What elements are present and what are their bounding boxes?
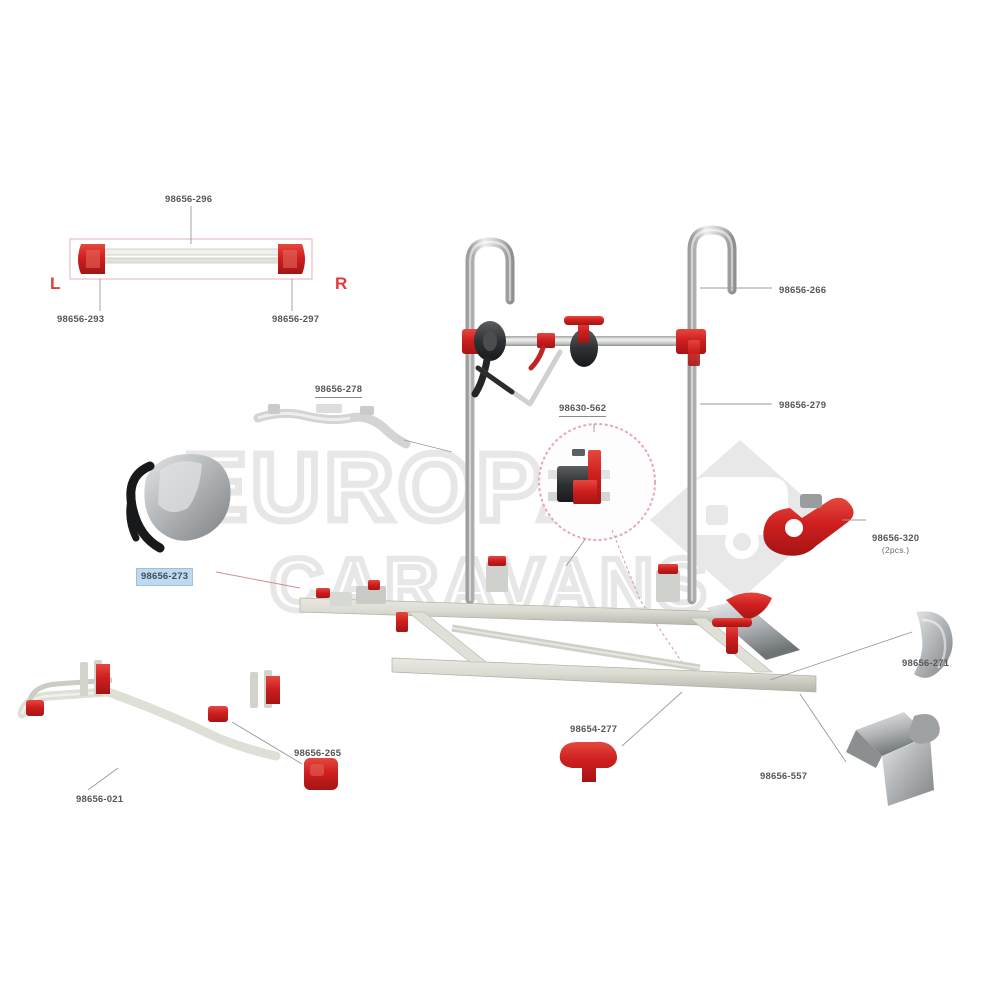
clamp-knob-right — [564, 316, 604, 367]
part-vertical-posts — [465, 225, 737, 605]
rack-foot-right — [706, 592, 800, 660]
part-crossbar-assembly — [462, 316, 706, 407]
rack-bracket-1 — [356, 586, 386, 604]
part-right-end-cap — [278, 244, 305, 274]
part-strap-bracket — [253, 404, 453, 453]
leader-lines-right-post — [688, 287, 772, 405]
label-red-hook-group: 98656-320 (2pcs.) — [872, 533, 919, 556]
part-rail-assembly — [69, 206, 313, 311]
part-cover-bracket — [126, 454, 301, 589]
label-red-hook: 98656-320 — [872, 533, 920, 544]
clamp-mid-red — [537, 333, 555, 348]
label-detail-lever: 98630-562 — [559, 403, 607, 417]
label-foot-bracket: 98656-557 — [760, 771, 808, 782]
part-grey-shoe — [769, 611, 953, 681]
label-left-end-cap: 98656-293 — [57, 314, 105, 325]
label-grey-shoe: 98656-271 — [902, 658, 950, 669]
side-marker-right: R — [335, 274, 348, 293]
bent-rail-fork-left — [26, 660, 110, 716]
part-left-end-cap — [78, 244, 105, 274]
part-red-block — [231, 721, 338, 790]
part-main-rack — [299, 556, 817, 693]
part-red-knob — [559, 691, 683, 782]
label-bent-rail: 98656-021 — [76, 794, 124, 805]
label-rail-assembly: 98656-296 — [165, 194, 213, 205]
label-red-knob: 98654-277 — [570, 724, 618, 735]
part-bent-rail — [17, 660, 281, 791]
label-right-end-cap: 98656-297 — [272, 314, 320, 325]
label-cover-bracket: 98656-273 — [136, 568, 194, 586]
part-red-hook — [763, 494, 866, 556]
part-foot-bracket — [799, 693, 940, 806]
rack-bracket-3 — [656, 570, 680, 602]
svg-text:EUROPA: EUROPA — [183, 434, 611, 541]
label-red-hook-qty: (2pcs.) — [881, 544, 910, 555]
label-red-block: 98656-265 — [294, 748, 342, 759]
rack-bracket-2 — [486, 562, 508, 592]
side-marker-left: L — [50, 274, 61, 293]
detail-callout-circle — [538, 423, 687, 669]
label-upper-post: 98656-266 — [779, 285, 827, 296]
label-strap-bracket: 98656-278 — [315, 384, 363, 398]
bent-rail-fork-right — [208, 670, 280, 722]
clamp-knob-left — [471, 321, 506, 398]
label-lower-post: 98656-279 — [779, 400, 827, 411]
